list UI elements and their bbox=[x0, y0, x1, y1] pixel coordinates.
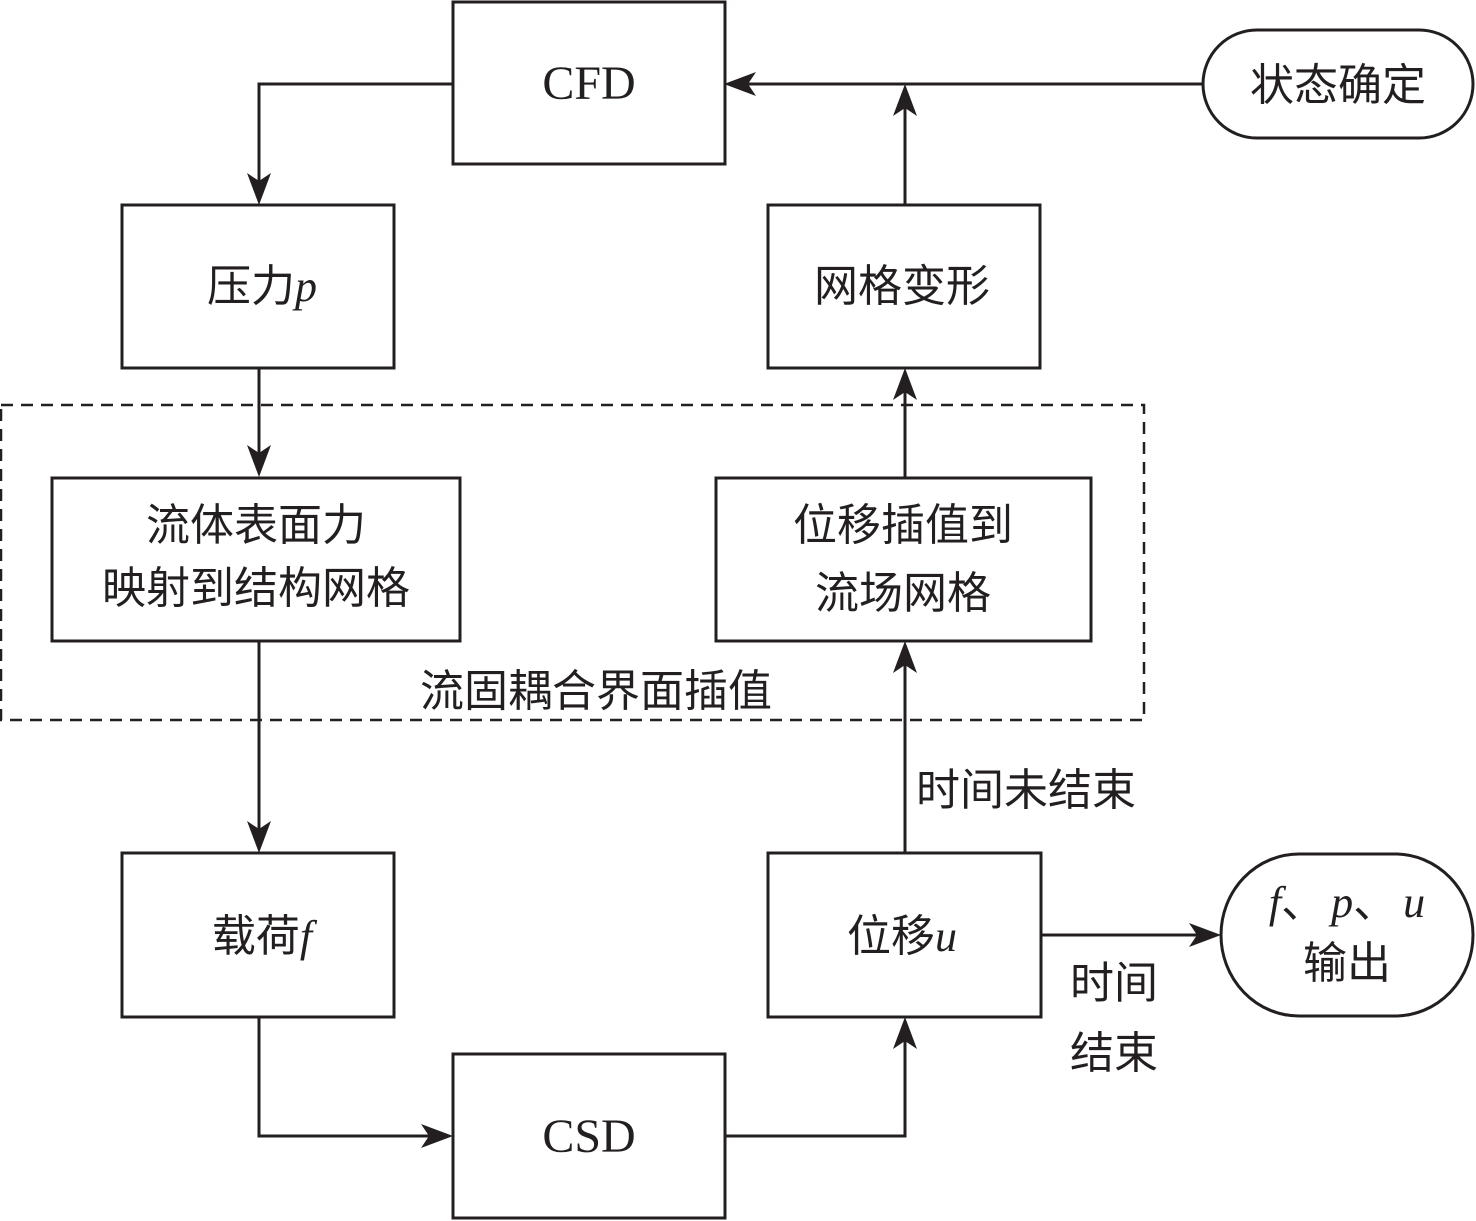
node-mesh-deform-label: 网格变形 bbox=[814, 261, 990, 312]
node-cfd[interactable]: CFD bbox=[451, 0, 727, 166]
node-output[interactable]: f、p、u 输出 bbox=[1219, 852, 1475, 1018]
arrowhead-csd-in bbox=[421, 1124, 453, 1148]
arrowhead-mesh-up bbox=[893, 84, 917, 116]
edge-csd-to-disp bbox=[725, 1024, 907, 1138]
arrowhead-mesh-in bbox=[893, 368, 917, 400]
arrowhead-load-in bbox=[247, 821, 271, 853]
node-force-map-line1: 流体表面力 bbox=[146, 500, 366, 551]
node-force-map-line2: 映射到结构网格 bbox=[102, 563, 410, 614]
arrowhead-interp-in bbox=[893, 641, 917, 673]
node-mesh-deform[interactable]: 网格变形 bbox=[766, 203, 1042, 370]
node-force-map[interactable]: 流体表面力 映射到结构网格 bbox=[50, 476, 462, 643]
node-disp-interp[interactable]: 位移插值到 流场网格 bbox=[714, 476, 1093, 643]
arrowhead-output-in bbox=[1189, 923, 1221, 947]
node-disp-interp-line1: 位移插值到 bbox=[793, 500, 1013, 551]
group-label: 流固耦合界面插值 bbox=[420, 666, 772, 717]
node-output-line2: 输出 bbox=[1303, 938, 1391, 989]
edge-load-to-csd bbox=[257, 1017, 446, 1138]
node-csd[interactable]: CSD bbox=[451, 1052, 727, 1220]
node-output-line1: f、p、u bbox=[1269, 877, 1425, 928]
node-cfd-label: CFD bbox=[542, 57, 635, 110]
edge-label-time-end-line1: 时间 bbox=[1070, 958, 1158, 1009]
node-disp-label: 位移u bbox=[847, 911, 957, 962]
node-state[interactable]: 状态确定 bbox=[1201, 28, 1475, 140]
edge-label-time-end-line2: 结束 bbox=[1070, 1028, 1158, 1079]
arrowhead-pressure-in bbox=[247, 173, 271, 205]
arrowhead-cfd-in bbox=[724, 72, 756, 96]
node-load[interactable]: 载荷f bbox=[120, 851, 396, 1019]
node-disp[interactable]: 位移u bbox=[766, 851, 1043, 1019]
fsi-interface-group bbox=[0, 403, 1146, 722]
node-load-label: 载荷f bbox=[212, 911, 318, 962]
node-pressure[interactable]: 压力p bbox=[120, 203, 396, 370]
node-csd-label: CSD bbox=[542, 1110, 635, 1163]
arrowhead-forcemap-in bbox=[247, 445, 271, 477]
edge-cfd-to-pressure bbox=[257, 82, 453, 198]
node-disp-interp-line2: 流场网格 bbox=[815, 568, 991, 619]
edge-label-time-not-end: 时间未结束 bbox=[916, 765, 1136, 816]
arrowhead-disp-in bbox=[893, 1017, 917, 1049]
node-pressure-label: 压力p bbox=[207, 261, 317, 312]
node-state-label: 状态确定 bbox=[1250, 60, 1426, 111]
